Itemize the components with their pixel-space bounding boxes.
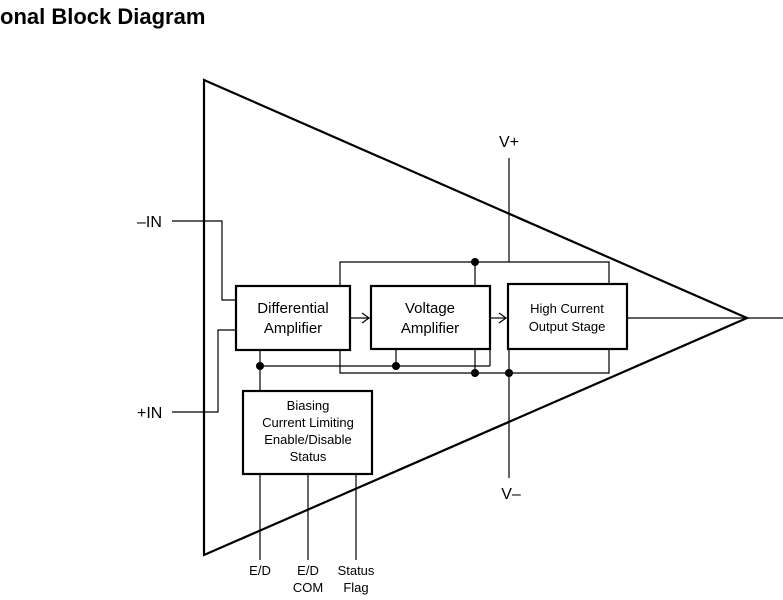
ed-com-label-1: E/D [297, 563, 319, 578]
v-plus-label: V+ [499, 134, 519, 151]
biasing-label-2: Current Limiting [262, 415, 354, 430]
amplifier-triangle [202, 78, 750, 557]
junction-dot [256, 362, 264, 370]
biasing-label-4: Status [290, 449, 327, 464]
junction-dot [392, 362, 400, 370]
v-minus-label: V– [501, 486, 521, 503]
diff-amp-label-1: Differential [257, 300, 328, 317]
output-stage-label-2: Output Stage [529, 319, 606, 334]
biasing-label-3: Enable/Disable [264, 432, 351, 447]
differential-amplifier-box [234, 284, 352, 352]
junction-dot [505, 369, 513, 377]
pos-in-wire [172, 329, 236, 413]
status-label-1: Status [338, 563, 375, 578]
neg-in-wire [172, 220, 236, 301]
voltage-amplifier-box [369, 284, 492, 351]
output-stage-label-1: High Current [530, 301, 604, 316]
ed-label: E/D [249, 563, 271, 578]
status-label-2: Flag [343, 580, 368, 595]
diagram-title: onal Block Diagram [0, 4, 206, 29]
ed-com-label-2: COM [293, 580, 323, 595]
pos-in-label: +IN [137, 405, 162, 422]
biasing-label-1: Biasing [287, 398, 330, 413]
neg-in-label: –IN [137, 214, 162, 231]
output-stage-box [506, 282, 629, 351]
junction-dot [471, 369, 479, 377]
junction-dot [471, 258, 479, 266]
diff-amp-label-2: Amplifier [264, 320, 322, 337]
volt-amp-label-1: Voltage [405, 300, 455, 317]
volt-amp-label-2: Amplifier [401, 320, 459, 337]
